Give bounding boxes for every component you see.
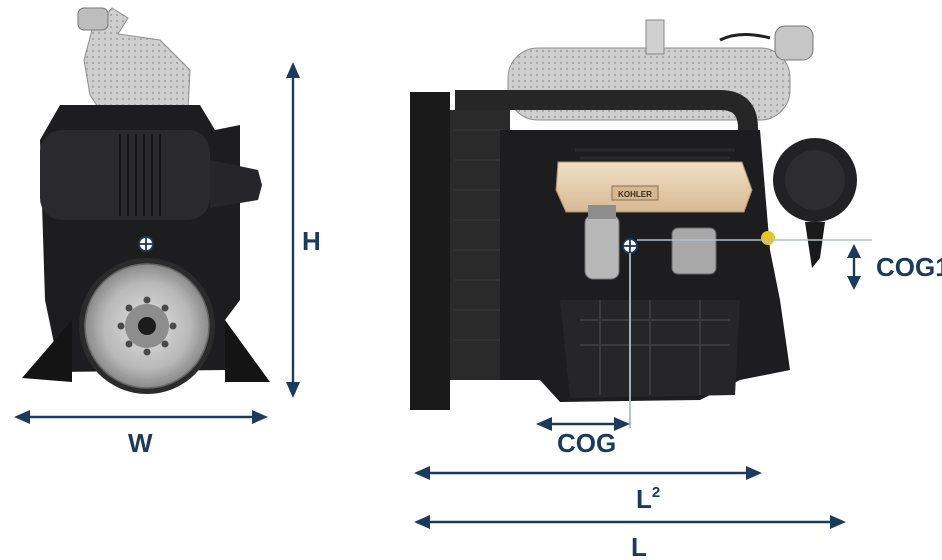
length-label: L	[631, 532, 647, 560]
fuel-pump	[671, 227, 717, 275]
front-air-filter	[40, 130, 262, 220]
kohler-logo-text: KOHLER	[618, 190, 652, 199]
length-dimension: L	[414, 515, 846, 560]
oil-filter	[584, 205, 620, 280]
cog-label: COG	[557, 428, 616, 458]
height-dimension: H	[286, 62, 321, 398]
cog1-label: COG1	[876, 252, 942, 282]
front-turbo-heatshield	[77, 7, 191, 131]
width-dimension: W	[14, 410, 268, 458]
side-air-filter	[773, 138, 857, 268]
length2-label-sup: 2	[652, 484, 660, 501]
length2-label-base: L	[636, 484, 652, 514]
front-view-engine	[22, 7, 270, 394]
valve-cover: KOHLER	[555, 148, 753, 213]
radiator	[410, 92, 510, 410]
width-label: W	[128, 428, 153, 458]
front-cog-marker	[138, 236, 154, 252]
flywheel	[79, 258, 215, 394]
length2-label: L2	[636, 484, 660, 514]
height-label: H	[302, 226, 321, 256]
front-engine-feet	[22, 320, 270, 382]
fill-cap	[761, 231, 775, 245]
side-cog-marker	[622, 238, 638, 254]
cog1-dimension: COG1	[637, 239, 942, 290]
side-view-engine: KOHLER	[410, 19, 857, 410]
intake-pipe	[455, 90, 758, 150]
length2-dimension: L2	[414, 466, 762, 514]
cog-dimension: COG	[536, 253, 631, 458]
